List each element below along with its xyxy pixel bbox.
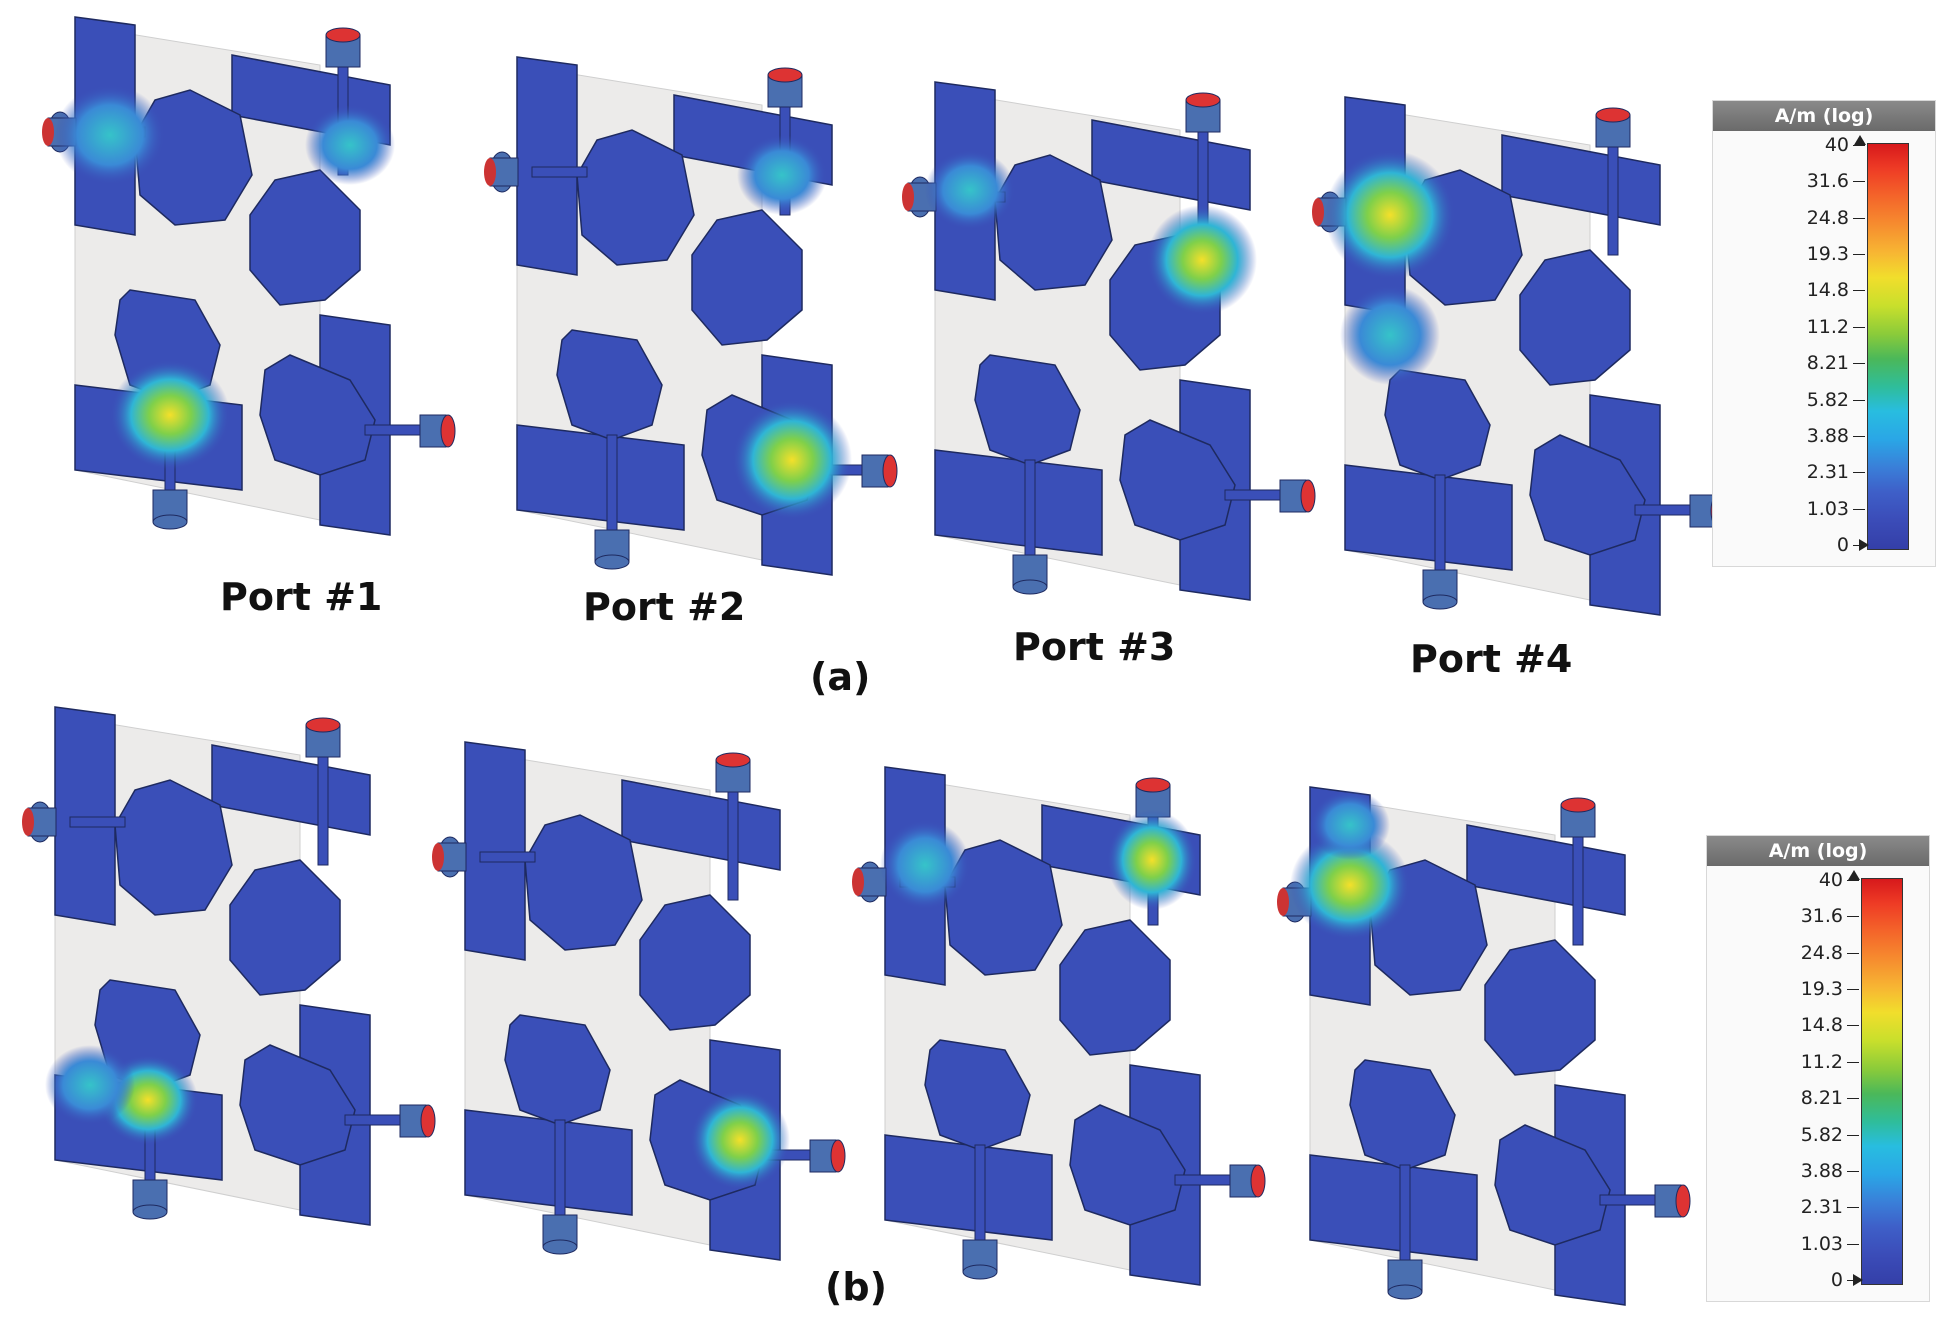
tick-mark bbox=[1847, 1207, 1859, 1209]
hotspot bbox=[1310, 790, 1390, 860]
tick-label: 0 bbox=[1836, 534, 1849, 556]
port-label-2: Port #2 bbox=[583, 585, 746, 629]
panel-b-port-2 bbox=[431, 741, 846, 1261]
hotspot bbox=[1325, 150, 1455, 280]
tick-label: 0 bbox=[1830, 1269, 1843, 1291]
tick-mark bbox=[1853, 363, 1865, 365]
tick-label: 19.3 bbox=[1800, 978, 1843, 1001]
legend-title: A/m (log) bbox=[1713, 101, 1935, 131]
tick-mark bbox=[1853, 326, 1865, 328]
row-label-b: (b) bbox=[825, 1265, 887, 1309]
colorbar-legend-a: A/m (log) 40 31.6 24.8 19.3 14.8 11.2 8.21 5.82… bbox=[1712, 100, 1936, 567]
tick-label: 11.2 bbox=[1806, 315, 1849, 338]
hotspot bbox=[1340, 285, 1440, 385]
tick-label: 40 bbox=[1818, 869, 1843, 891]
tick-label: 8.21 bbox=[1806, 352, 1849, 375]
tick-label: 31.6 bbox=[1800, 905, 1843, 928]
tick-mark bbox=[1853, 472, 1865, 474]
panel-b-port-1 bbox=[21, 706, 436, 1226]
tick-mark bbox=[1847, 916, 1859, 918]
hotspot bbox=[110, 360, 230, 470]
panel-a-port-3 bbox=[901, 81, 1316, 601]
panel-a-port-4 bbox=[1311, 96, 1726, 616]
colorbar bbox=[1861, 878, 1903, 1285]
tick-mark bbox=[1853, 254, 1865, 256]
tick-mark bbox=[1853, 290, 1865, 292]
tick-label: 3.88 bbox=[1800, 1159, 1843, 1182]
panel-b-port-3 bbox=[851, 766, 1266, 1286]
hotspot bbox=[925, 150, 1015, 230]
port-label-1: Port #1 bbox=[220, 575, 383, 619]
tick-mark bbox=[1853, 145, 1865, 146]
hotspot bbox=[737, 135, 827, 215]
tick-label: 14.8 bbox=[1800, 1014, 1843, 1037]
tick-label: 11.2 bbox=[1800, 1050, 1843, 1073]
tick-label: 14.8 bbox=[1806, 279, 1849, 302]
tick-label: 8.21 bbox=[1800, 1087, 1843, 1110]
arrow-up-icon bbox=[1854, 135, 1866, 145]
tick-mark bbox=[1853, 508, 1865, 510]
tick-mark bbox=[1847, 1061, 1859, 1063]
tick-label: 5.82 bbox=[1800, 1123, 1843, 1146]
hotspot bbox=[1107, 810, 1197, 910]
tick-label: 1.03 bbox=[1806, 497, 1849, 520]
tick-mark bbox=[1847, 1243, 1859, 1245]
tick-mark bbox=[1847, 1170, 1859, 1172]
tick-label: 24.8 bbox=[1800, 941, 1843, 964]
tick-mark bbox=[1847, 1134, 1859, 1136]
hotspot bbox=[305, 105, 395, 185]
row-label-a: (a) bbox=[810, 655, 871, 699]
tick-label: 24.8 bbox=[1806, 206, 1849, 229]
hotspot bbox=[732, 400, 852, 520]
arrow-right-icon bbox=[1853, 1274, 1863, 1286]
panel-a-port-2 bbox=[483, 56, 898, 576]
tick-label: 19.3 bbox=[1806, 243, 1849, 266]
legend-body: 40 31.6 24.8 19.3 14.8 11.2 8.21 5.82 3.88 2.31 1.… bbox=[1713, 131, 1935, 566]
tick-mark bbox=[1853, 181, 1865, 183]
arrow-right-icon bbox=[1859, 539, 1869, 551]
hotspot bbox=[880, 820, 970, 910]
tick-mark bbox=[1853, 399, 1865, 401]
tick-mark bbox=[1847, 1098, 1859, 1100]
colorbar-legend-b: A/m (log) 40 31.6 24.8 19.3 14.8 11.2 8.21 5.82… bbox=[1706, 835, 1930, 1302]
tick-mark bbox=[1847, 952, 1859, 954]
hotspot bbox=[1290, 830, 1410, 940]
tick-label: 2.31 bbox=[1806, 461, 1849, 484]
panel-a-port-1 bbox=[41, 16, 456, 536]
tick-mark bbox=[1853, 217, 1865, 219]
panel-b-port-4 bbox=[1276, 786, 1691, 1306]
tick-label: 2.31 bbox=[1800, 1196, 1843, 1219]
tick-mark bbox=[1847, 989, 1859, 991]
hotspot bbox=[55, 85, 165, 185]
legend-title: A/m (log) bbox=[1707, 836, 1929, 866]
port-label-3: Port #3 bbox=[1013, 625, 1176, 669]
port-label-4: Port #4 bbox=[1410, 637, 1573, 681]
tick-mark bbox=[1853, 435, 1865, 437]
tick-label: 3.88 bbox=[1806, 424, 1849, 447]
tick-label: 1.03 bbox=[1800, 1232, 1843, 1255]
tick-mark bbox=[1847, 880, 1859, 881]
tick-label: 40 bbox=[1824, 134, 1849, 156]
colorbar bbox=[1867, 143, 1909, 550]
tick-label: 5.82 bbox=[1806, 388, 1849, 411]
legend-body: 40 31.6 24.8 19.3 14.8 11.2 8.21 5.82 3.88 2.31 1.… bbox=[1707, 866, 1929, 1301]
tick-mark bbox=[1847, 1025, 1859, 1027]
arrow-up-icon bbox=[1848, 870, 1860, 880]
tick-label: 31.6 bbox=[1806, 170, 1849, 193]
hotspot bbox=[1147, 205, 1257, 315]
hotspot bbox=[690, 1090, 790, 1190]
hotspot bbox=[45, 1045, 135, 1125]
